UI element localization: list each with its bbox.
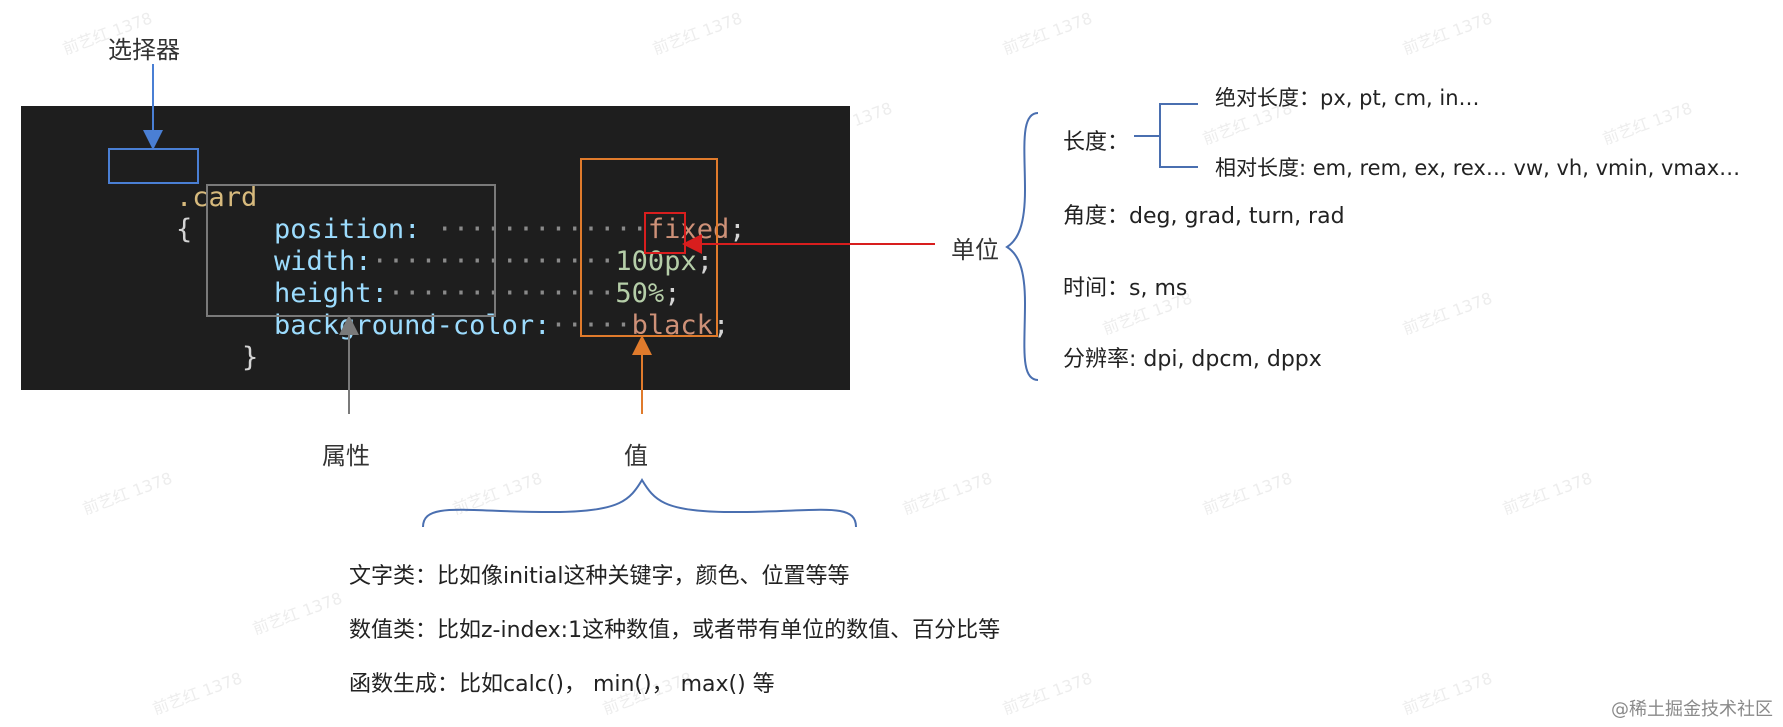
units-brace bbox=[1005, 112, 1039, 381]
angle-text: 角度：deg, grad, turn, rad bbox=[1063, 204, 1345, 229]
code-line-selector: .card { bbox=[111, 150, 257, 278]
value-token: 50% bbox=[615, 278, 665, 309]
site-credit: @稀土掘金技术社区 bbox=[1611, 699, 1773, 720]
value-token: 100 bbox=[615, 246, 665, 277]
unit-label: 单位 bbox=[951, 236, 999, 264]
semicolon: ; bbox=[729, 214, 746, 245]
code-line-1: position: ·············fixed; bbox=[209, 182, 745, 278]
absolute-length-text: 绝对长度：px, pt, cm, in… bbox=[1215, 86, 1480, 110]
relative-length-text: 相对长度: em, rem, ex, rex… vw, vh, vmin, vm… bbox=[1215, 156, 1741, 180]
property-token: position: bbox=[274, 214, 421, 245]
resolution-text: 分辨率: dpi, dpcm, dppx bbox=[1063, 347, 1322, 372]
length-label: 长度： bbox=[1063, 130, 1130, 155]
code-line-2: width:···············100px; bbox=[209, 214, 713, 310]
property-label: 属性 bbox=[322, 442, 370, 470]
value-type-number: 数值类：比如z-index:1这种数值，或者带有单位的数值、百分比等 bbox=[349, 618, 1001, 643]
open-brace: { bbox=[176, 214, 193, 245]
code-block: .card { position: ·············fixed; wi… bbox=[21, 106, 850, 390]
value-type-function: 函数生成：比如calc()， min()， max() 等 bbox=[349, 672, 775, 697]
code-line-close: } bbox=[177, 310, 258, 406]
time-text: 时间：s, ms bbox=[1063, 276, 1188, 301]
dots-token: ··············· bbox=[371, 246, 616, 277]
dots-token: ·············· bbox=[387, 278, 616, 309]
semicolon: ; bbox=[664, 278, 681, 309]
selector-label: 选择器 bbox=[108, 36, 180, 64]
unit-highlight-box bbox=[644, 212, 686, 254]
value-type-text: 文字类：比如像initial这种关键字，颜色、位置等等 bbox=[349, 564, 850, 589]
selector-token: .card bbox=[176, 182, 258, 213]
property-token: height: bbox=[274, 278, 388, 309]
value-types-brace bbox=[422, 478, 857, 528]
property-token: width: bbox=[274, 246, 372, 277]
dots-token: ············· bbox=[420, 214, 648, 245]
value-label: 值 bbox=[624, 442, 648, 470]
length-bracket bbox=[1134, 103, 1198, 168]
code-line-3: height:··············50%; bbox=[209, 246, 680, 342]
close-brace: } bbox=[242, 342, 259, 373]
